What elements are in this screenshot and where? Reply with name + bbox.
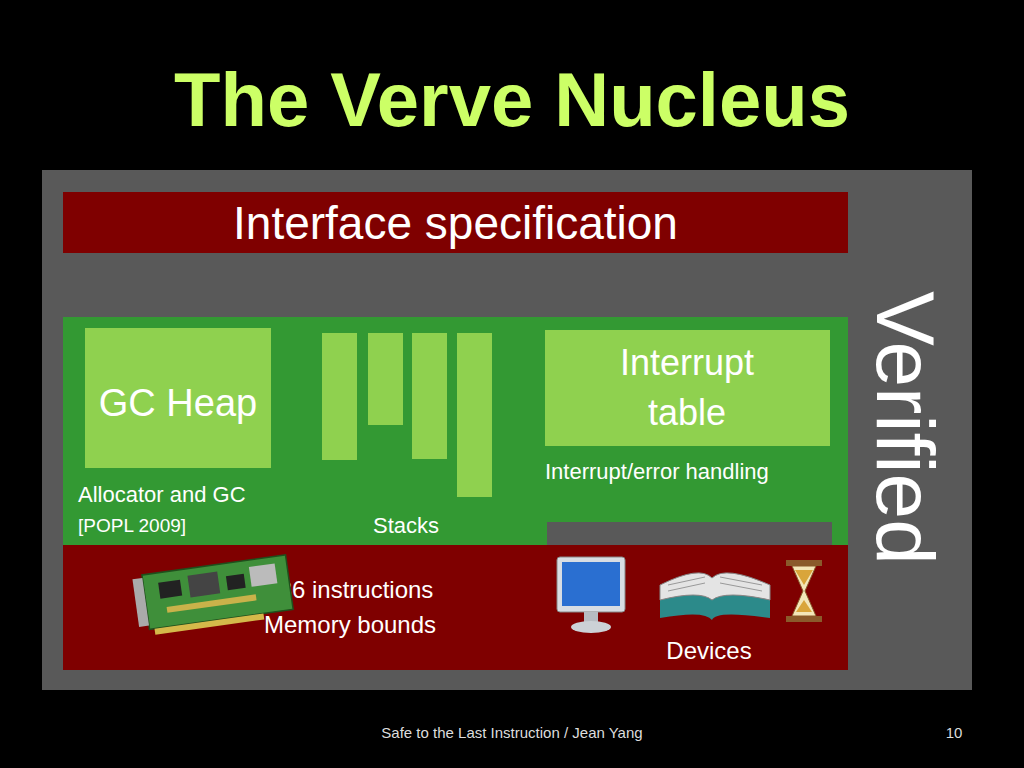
band-label: Interface specification	[63, 195, 848, 251]
hardware-note: x86 instructions Memory bounds	[235, 572, 465, 642]
devices-label: Devices	[659, 637, 759, 665]
citation-note: [POPL 2009]	[78, 515, 186, 537]
stacks-label: Stacks	[356, 512, 456, 540]
slide-footer: Safe to the Last Instruction / Jean Yang	[262, 724, 762, 742]
region-label: Verified	[860, 291, 950, 565]
box-label: Interrupt table	[587, 338, 787, 438]
slide-title: The Verve Nucleus	[0, 52, 1024, 148]
hardware-band: x86 instructions Memory boundsDevices	[63, 545, 848, 670]
page-number: 10	[924, 724, 984, 742]
heap-box: GC HeapAllocator and GC[POPL 2009]	[85, 328, 271, 468]
verified-region: VerifiedInterface specificationGC HeapAl…	[42, 170, 972, 690]
component-note: Allocator and GC	[78, 482, 246, 508]
interrupt-table-box: Interrupt tableInterrupt/error handling	[545, 330, 830, 446]
component-note: Interrupt/error handling	[545, 459, 769, 485]
box-label: GC Heap	[85, 380, 271, 426]
interface-band: Interface specification	[63, 192, 848, 253]
